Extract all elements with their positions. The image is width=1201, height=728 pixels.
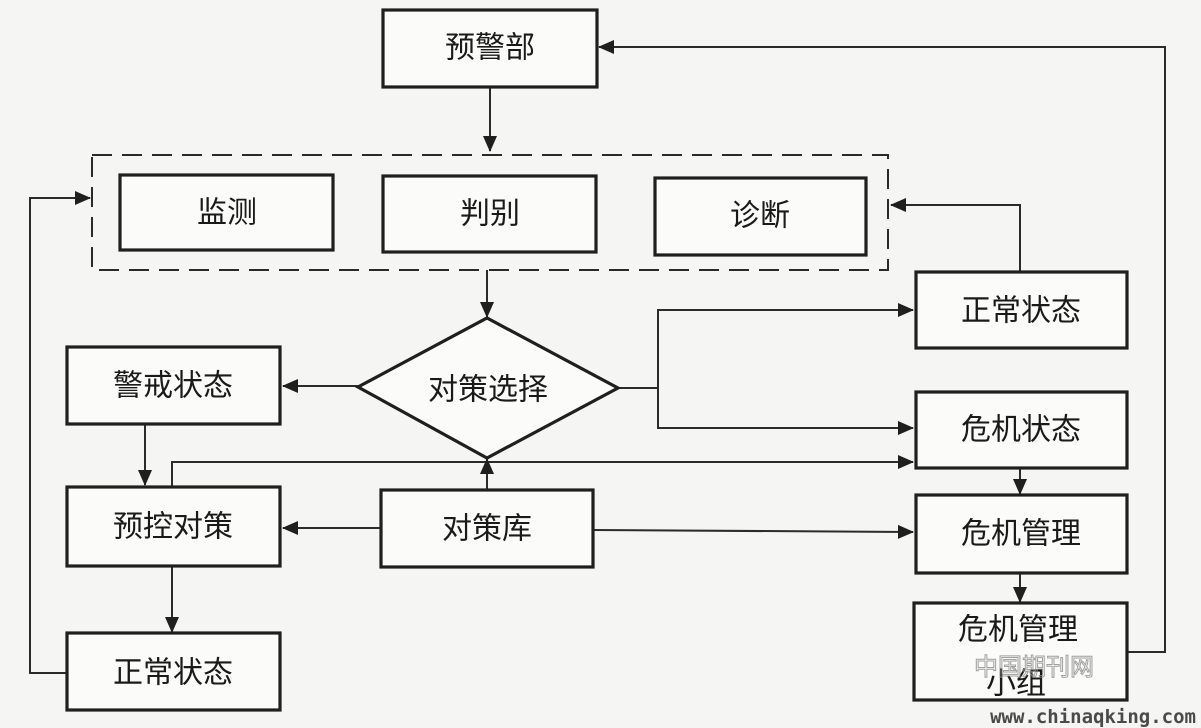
box-monitor: 监测 — [118, 173, 335, 252]
arrow-strategy-library-to-crisis-management — [592, 524, 914, 539]
strategy-library-label: 对策库 — [442, 512, 532, 547]
crisis-management-label: 危机管理 — [961, 517, 1081, 552]
precontrol-strategy-label: 预控对策 — [113, 510, 233, 545]
arrow-normal-state-to-monitoring-group — [890, 198, 1021, 272]
normal-state-left-label: 正常状态 — [113, 656, 233, 691]
crisis-state-label: 危机状态 — [961, 413, 1081, 448]
crisis-team-label-line2: 小组 — [986, 667, 1046, 702]
arrow-normal-state-to-monitoring-group-left — [29, 191, 91, 674]
box-warning-dept: 预警部 — [381, 8, 599, 89]
diagnose-label: 诊断 — [730, 199, 790, 234]
crisis-team-label-line1: 危机管理 — [958, 613, 1078, 648]
box-strategy-library: 对策库 — [379, 488, 595, 569]
arrow-strategy-select-to-crisis-state — [657, 388, 914, 435]
watermark-url: www.chinaqking.com — [990, 706, 1196, 728]
arrow-precontrol-to-crisis-state — [171, 455, 914, 487]
arrow-crisis-team-to-warning-dept — [598, 40, 1166, 653]
box-normal-state-left: 正常状态 — [65, 631, 282, 712]
normal-state-right-label: 正常状态 — [961, 294, 1081, 329]
strategy-select-label: 对策选择 — [428, 373, 548, 408]
watermark-cn: 中国期刊网 — [974, 653, 1094, 681]
monitor-label: 监测 — [197, 196, 257, 231]
box-judge: 判别 — [381, 174, 598, 254]
arrow-strategy-select-to-normal-state — [618, 303, 914, 389]
diamond-strategy-select: 对策选择 — [354, 316, 622, 460]
box-crisis-state: 危机状态 — [914, 390, 1129, 470]
judge-label: 判别 — [460, 197, 520, 232]
box-precontrol-strategy: 预控对策 — [65, 485, 282, 568]
box-alert-state: 警戒状态 — [65, 345, 282, 426]
alert-state-label: 警戒状态 — [113, 369, 233, 404]
box-crisis-management: 危机管理 — [914, 493, 1129, 575]
monitoring-group-container — [91, 154, 889, 271]
box-diagnose: 诊断 — [653, 176, 868, 257]
box-crisis-team: 危机管理 小组 — [912, 601, 1129, 702]
warning-dept-label: 预警部 — [445, 31, 535, 66]
box-normal-state-right: 正常状态 — [914, 270, 1129, 350]
